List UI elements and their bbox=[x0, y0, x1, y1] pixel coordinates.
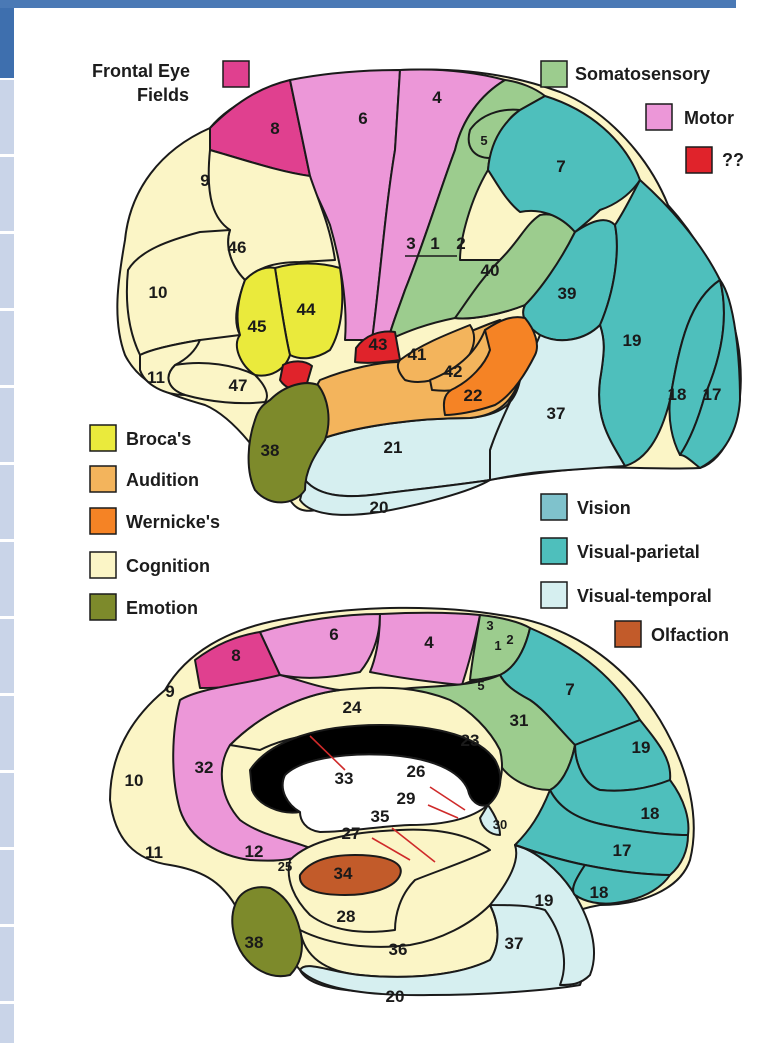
legend-swatch-frontal-eye-fields bbox=[223, 61, 249, 87]
legend-label-motor: Motor bbox=[684, 108, 734, 128]
legend-label-emotion: Emotion bbox=[126, 598, 198, 618]
legend-swatch-unknown bbox=[686, 147, 712, 173]
legend-swatch-motor bbox=[646, 104, 672, 130]
legend-swatch-visual-temporal bbox=[541, 582, 567, 608]
lateral-area-20: 20 bbox=[370, 498, 389, 517]
legend-label-vision: Vision bbox=[577, 498, 631, 518]
medial-area-31: 31 bbox=[510, 711, 529, 730]
legend-label-visual-temporal: Visual-temporal bbox=[577, 586, 712, 606]
medial-area-28: 28 bbox=[337, 907, 356, 926]
legend-label-broca: Broca's bbox=[126, 429, 191, 449]
legend-top-left: Frontal Eye Fields bbox=[92, 61, 249, 105]
medial-area-5: 5 bbox=[477, 678, 484, 693]
medial-area-23: 23 bbox=[461, 731, 480, 750]
legend-swatch-emotion bbox=[90, 594, 116, 620]
lateral-area-10: 10 bbox=[149, 283, 168, 302]
legend-swatch-wernicke bbox=[90, 508, 116, 534]
legend-swatch-cognition bbox=[90, 552, 116, 578]
lateral-area-37: 37 bbox=[547, 404, 566, 423]
medial-area-20: 20 bbox=[386, 987, 405, 1006]
legend-label-visual-parietal: Visual-parietal bbox=[577, 542, 700, 562]
lateral-area-2: 2 bbox=[456, 234, 465, 253]
lateral-area-6: 6 bbox=[358, 109, 367, 128]
medial-area-19-upper: 19 bbox=[632, 738, 651, 757]
lateral-area-41: 41 bbox=[408, 345, 427, 364]
legend-label-cognition: Cognition bbox=[126, 556, 210, 576]
medial-area-8: 8 bbox=[231, 646, 240, 665]
medial-area-11: 11 bbox=[145, 843, 163, 862]
medial-area-33: 33 bbox=[335, 769, 354, 788]
medial-area-25: 25 bbox=[278, 859, 292, 874]
medial-area-17: 17 bbox=[613, 841, 632, 860]
medial-area-7: 7 bbox=[565, 680, 574, 699]
lateral-area-9: 9 bbox=[200, 171, 209, 190]
medial-area-1: 1 bbox=[494, 638, 501, 653]
legend-label-frontal-eye-fields-line1: Frontal Eye bbox=[92, 61, 190, 81]
medial-area-27: 27 bbox=[342, 824, 361, 843]
legend-label-audition: Audition bbox=[126, 470, 199, 490]
lateral-area-11: 11 bbox=[147, 368, 165, 387]
legend-swatch-broca bbox=[90, 425, 116, 451]
legend-swatch-audition bbox=[90, 466, 116, 492]
lateral-area-42: 42 bbox=[444, 362, 463, 381]
legend-label-somatosensory: Somatosensory bbox=[575, 64, 710, 84]
legend-swatch-vision bbox=[541, 494, 567, 520]
lateral-area-18: 18 bbox=[668, 385, 687, 404]
medial-area-6: 6 bbox=[329, 625, 338, 644]
medial-area-2: 2 bbox=[506, 632, 513, 647]
lateral-area-46: 46 bbox=[228, 238, 247, 257]
legend-label-olfaction: Olfaction bbox=[651, 625, 729, 645]
medial-area-9: 9 bbox=[165, 682, 174, 701]
lateral-area-22: 22 bbox=[464, 386, 483, 405]
legend-label-frontal-eye-fields-line2: Fields bbox=[137, 85, 189, 105]
legend-mid-left: Broca's Audition Wernicke's Cognition Em… bbox=[90, 425, 220, 620]
lateral-brain-view bbox=[117, 69, 740, 514]
lateral-area-17: 17 bbox=[703, 385, 722, 404]
legend-swatch-somatosensory bbox=[541, 61, 567, 87]
lateral-area-39: 39 bbox=[558, 284, 577, 303]
lateral-area-45: 45 bbox=[248, 317, 267, 336]
legend-label-wernicke: Wernicke's bbox=[126, 512, 220, 532]
lateral-area-8: 8 bbox=[270, 119, 279, 138]
medial-area-34: 34 bbox=[334, 864, 353, 883]
lateral-area-44: 44 bbox=[297, 300, 316, 319]
lateral-area-43: 43 bbox=[369, 335, 388, 354]
medial-area-37: 37 bbox=[505, 934, 524, 953]
lateral-area-1: 1 bbox=[430, 234, 439, 253]
lateral-area-47: 47 bbox=[229, 376, 248, 395]
legend-mid-right: Vision Visual-parietal Visual-temporal O… bbox=[541, 494, 729, 647]
medial-area-4: 4 bbox=[424, 633, 434, 652]
legend-swatch-visual-parietal bbox=[541, 538, 567, 564]
medial-area-36: 36 bbox=[389, 940, 408, 959]
medial-area-26: 26 bbox=[407, 762, 426, 781]
medial-area-19-lower: 19 bbox=[535, 891, 554, 910]
lateral-area-4: 4 bbox=[432, 88, 442, 107]
lateral-area-38: 38 bbox=[261, 441, 280, 460]
medial-area-32: 32 bbox=[195, 758, 214, 777]
lateral-area-5: 5 bbox=[480, 133, 487, 148]
medial-area-24: 24 bbox=[343, 698, 362, 717]
medial-area-12: 12 bbox=[245, 842, 264, 861]
lateral-area-19: 19 bbox=[623, 331, 642, 350]
medial-area-18-upper: 18 bbox=[641, 804, 660, 823]
medial-area-35: 35 bbox=[371, 807, 390, 826]
medial-area-30: 30 bbox=[493, 817, 507, 832]
lateral-area-7: 7 bbox=[556, 157, 565, 176]
medial-area-29: 29 bbox=[397, 789, 416, 808]
medial-area-10: 10 bbox=[125, 771, 144, 790]
lateral-area-21: 21 bbox=[384, 438, 403, 457]
medial-area-3: 3 bbox=[486, 618, 493, 633]
medial-area-38: 38 bbox=[245, 933, 264, 952]
legend-swatch-olfaction bbox=[615, 621, 641, 647]
medial-area-18-lower: 18 bbox=[590, 883, 609, 902]
legend-label-unknown: ?? bbox=[722, 150, 744, 170]
lateral-area-3: 3 bbox=[406, 234, 415, 253]
lateral-area-40: 40 bbox=[481, 261, 500, 280]
